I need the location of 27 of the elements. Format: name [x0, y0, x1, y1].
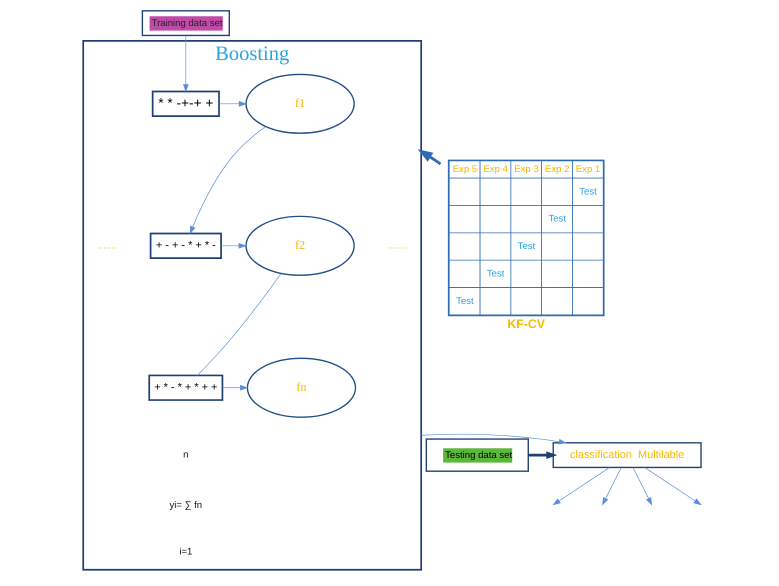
node-box: Training data set [142, 10, 230, 36]
label: yi= ∑ fn [170, 500, 202, 511]
arrow [602, 467, 622, 506]
label: n [183, 450, 188, 461]
arrow [190, 126, 266, 234]
node-ellipse: f1 [245, 74, 355, 134]
node-label: KF-CV [507, 317, 545, 332]
arrow [644, 467, 702, 506]
arrow [182, 35, 189, 92]
arrow [528, 451, 558, 459]
arrow [552, 467, 610, 506]
arrow [420, 434, 568, 445]
arrow [632, 467, 652, 506]
node-ellipse: fn [246, 358, 356, 418]
node-box: + * - * + * + + [148, 374, 224, 401]
node-ellipse: f2 [245, 216, 355, 276]
node-box: * * -+-+ + [152, 90, 220, 117]
label: i=1 [179, 546, 192, 558]
arrow [418, 149, 442, 166]
node-box: classification Multilable [552, 442, 702, 468]
connector [197, 273, 282, 376]
arrow [222, 384, 248, 391]
label: ....... [388, 240, 407, 252]
node-box: + - + - * + * - [150, 232, 222, 259]
arrow [218, 100, 248, 107]
label: ....... [98, 240, 116, 252]
arrow [220, 242, 247, 249]
